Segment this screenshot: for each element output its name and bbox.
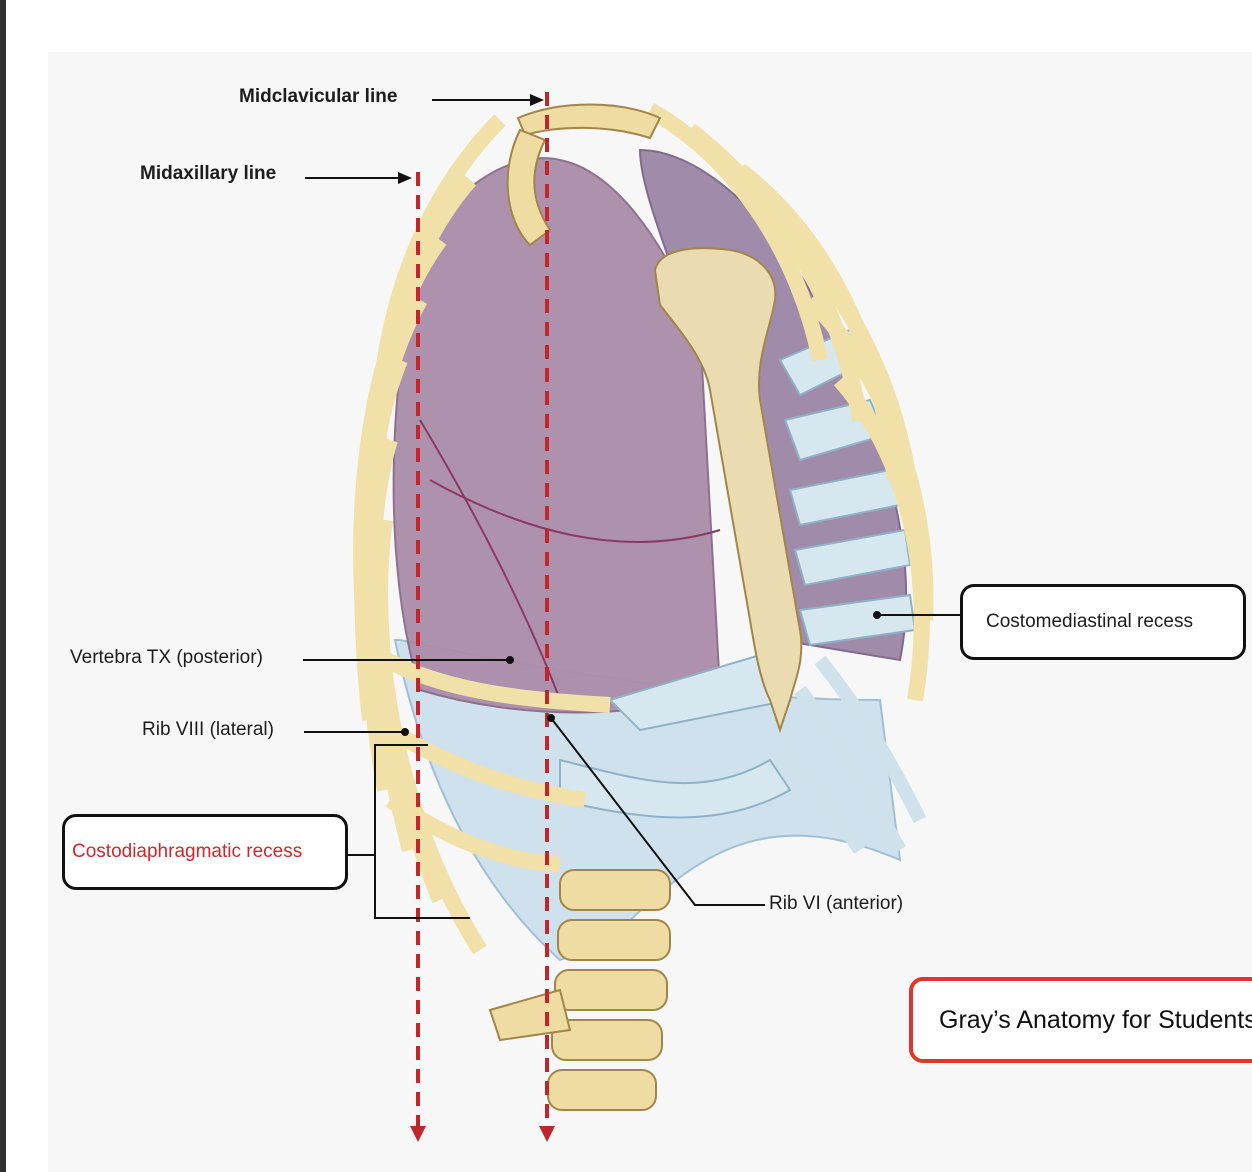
leader-dot-rib-vi — [547, 714, 555, 722]
source-credit-text: Gray’s Anatomy for Students — [939, 1005, 1252, 1034]
midaxillary-line-label: Midaxillary line — [140, 163, 277, 184]
ribs-right — [646, 103, 934, 702]
leader-dot-rib-viii — [401, 728, 409, 736]
midclavicular-line-label: Midclavicular line — [239, 86, 398, 107]
costal-arch — [774, 655, 927, 854]
costodiaphragmatic-recess-callout: Costodiaphragmatic recess — [62, 814, 348, 890]
midaxillary-line-arrowhead — [410, 1126, 426, 1142]
rib-viii-label: Rib VIII (lateral) — [142, 719, 274, 740]
left-edge-bar — [0, 0, 6, 1172]
sternum — [653, 247, 803, 734]
leader-dot-vertebra — [506, 656, 514, 664]
leader-arrow-midclavicular — [530, 94, 544, 106]
manubrium-top — [516, 103, 662, 140]
rib-vi-label: Rib VI (anterior) — [769, 893, 904, 914]
vertebra-tx-label: Vertebra TX (posterior) — [70, 647, 263, 668]
ribs — [353, 114, 611, 955]
source-credit-box: Gray’s Anatomy for Students — [909, 977, 1252, 1063]
leader-arrow-midaxillary — [398, 172, 412, 184]
leader-dot-costomediastinal — [873, 611, 881, 619]
costomediastinal-recess-label: Costomediastinal recess — [986, 611, 1193, 632]
vertebral-column — [488, 869, 671, 1111]
costodiaphragmatic-recess-label: Costodiaphragmatic recess — [72, 841, 303, 862]
midclavicular-line-arrowhead — [539, 1126, 555, 1142]
costomediastinal-recess-callout: Costomediastinal recess — [960, 584, 1246, 660]
first-rib-stub — [506, 128, 552, 247]
leader-lines — [303, 99, 960, 919]
